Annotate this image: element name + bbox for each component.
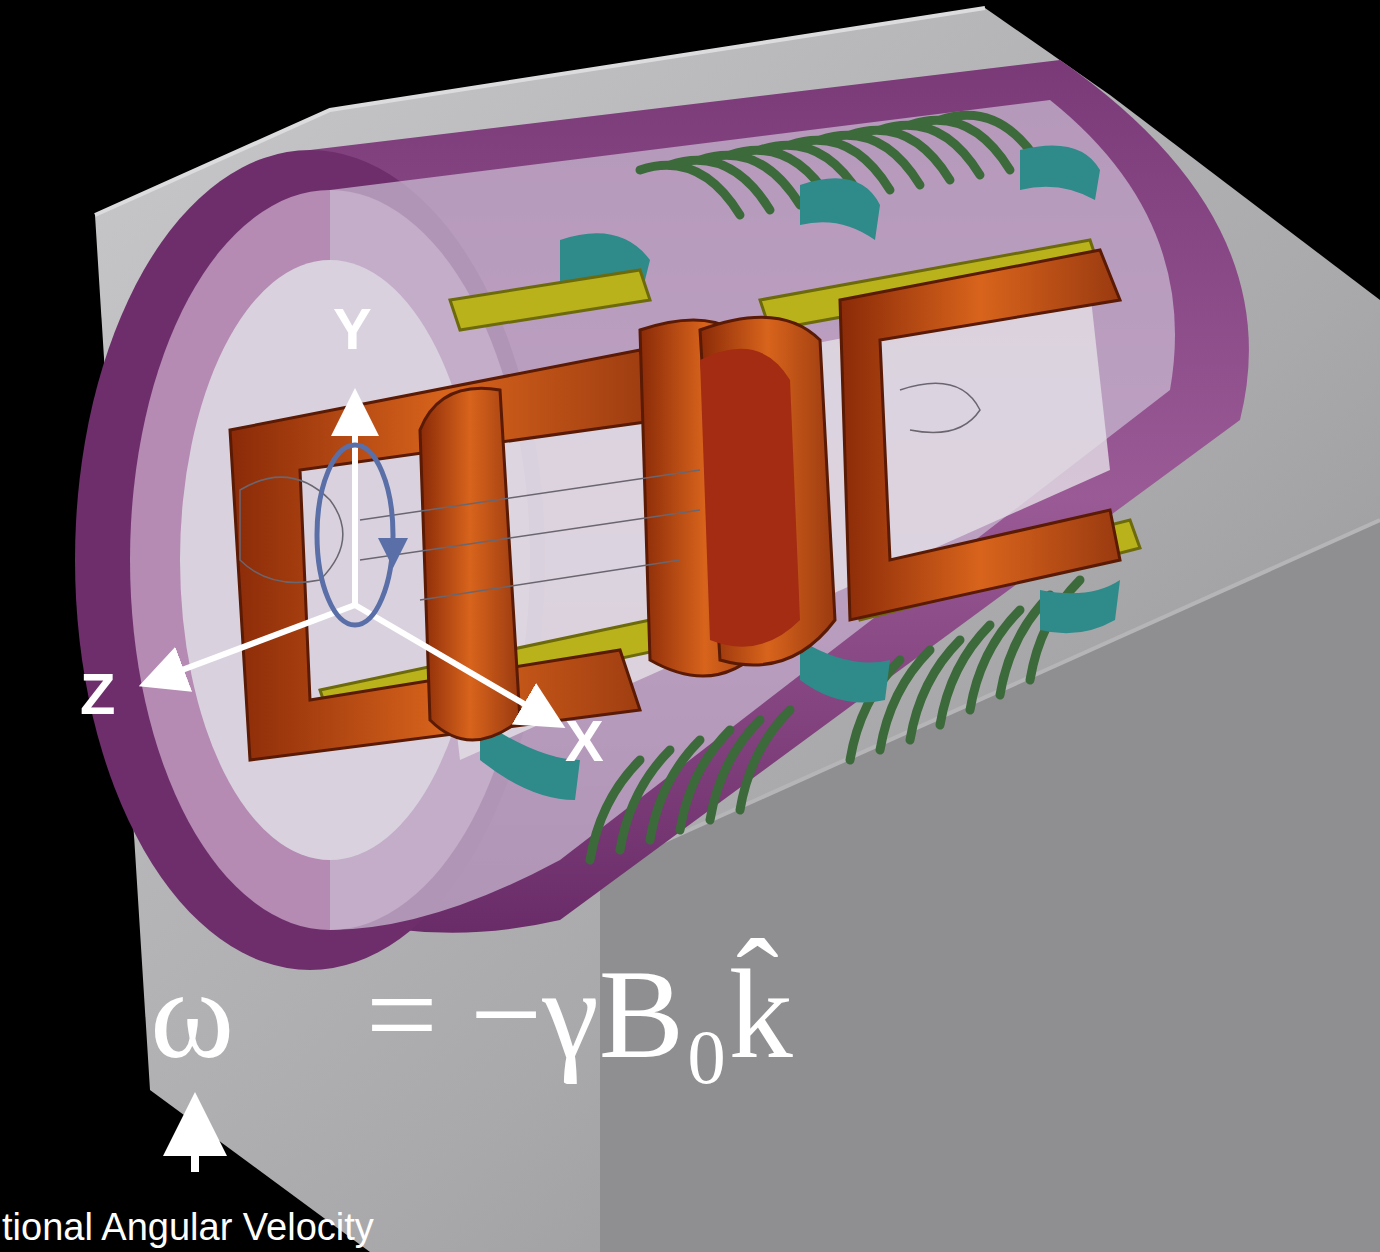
equation: ω⃗ = −γB₀k̂ bbox=[150, 950, 793, 1078]
axis-label: Y bbox=[333, 300, 372, 358]
axis-label: X bbox=[565, 712, 604, 770]
axis-label: Z bbox=[80, 665, 115, 723]
caption-note: tional Angular Velocity bbox=[2, 1208, 374, 1246]
